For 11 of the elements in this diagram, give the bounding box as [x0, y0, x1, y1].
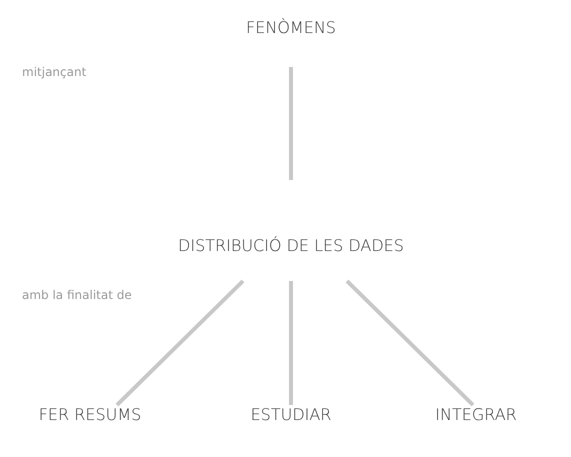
node-label: DISTRIBUCIÓ DE LES DADES [178, 236, 404, 255]
connector-note: mitjançant [22, 65, 86, 79]
node-label: ESTUDIAR [250, 405, 332, 424]
node-label: FER RESUMS [38, 405, 142, 424]
node-label: INTEGRAR [435, 405, 517, 424]
connector-line [116, 280, 244, 406]
connector-line [346, 280, 474, 406]
connector-line [289, 281, 293, 405]
connector-note: amb la finalitat de [22, 288, 132, 302]
connector-line [289, 67, 293, 180]
node-label: FENÒMENS [246, 18, 336, 37]
